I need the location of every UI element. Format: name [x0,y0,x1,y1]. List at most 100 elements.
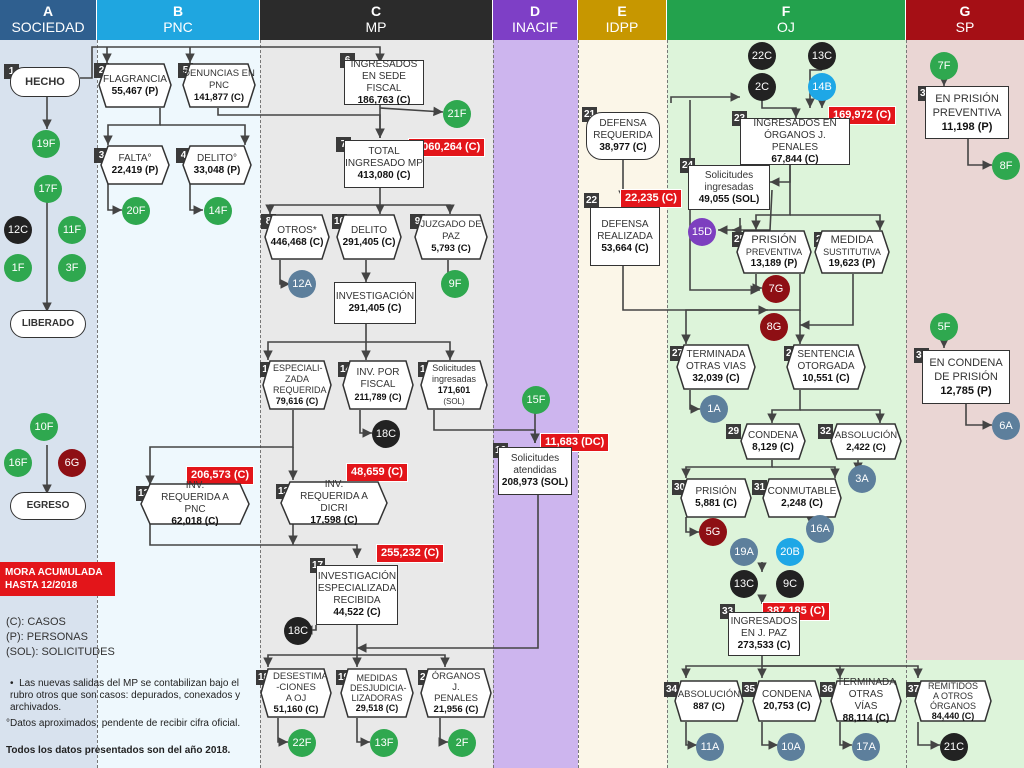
delito-pnc-node[interactable]: DELITO°33,048 (P) [182,145,252,185]
connector-14F[interactable]: 14F [204,197,232,225]
connector-8G[interactable]: 8G [760,313,788,341]
connector-13F[interactable]: 13F [370,729,398,757]
connector-14B[interactable]: 14B [808,73,836,101]
connector-1A[interactable]: 1A [700,395,728,423]
connector-19A[interactable]: 19A [730,538,758,566]
connector-11F[interactable]: 11F [58,216,86,244]
connector-16F[interactable]: 16F [4,449,32,477]
connector-5F[interactable]: 5F [930,313,958,341]
connector-1F[interactable]: 1F [4,254,32,282]
connector-6G[interactable]: 6G [58,449,86,477]
connector-18C-b[interactable]: 18C [284,617,312,645]
connector-10F[interactable]: 10F [30,413,58,441]
step-number: 32 [818,424,833,439]
connector-6A[interactable]: 6A [992,412,1020,440]
column-letter: F [781,3,791,19]
connector-11A[interactable]: 11A [696,733,724,761]
connector-7G[interactable]: 7G [762,275,790,303]
connector-20B[interactable]: 20B [776,538,804,566]
node-value: 55,467 (P) [111,85,159,97]
connector-18C[interactable]: 18C [372,420,400,448]
connector-5G[interactable]: 5G [699,518,727,546]
connector-13C-b[interactable]: 13C [730,570,758,598]
connector-21F[interactable]: 21F [443,100,471,128]
egreso-node[interactable]: EGRESO [10,492,86,520]
connector-9C[interactable]: 9C [776,570,804,598]
node-value: 67,844 (C) [771,153,819,165]
separator [667,40,668,768]
hecho-node[interactable]: HECHO [10,67,80,97]
otros-node[interactable]: OTROS*446,468 (C) [264,214,330,260]
connector-22C[interactable]: 22C [748,42,776,70]
connector-17A[interactable]: 17A [852,733,880,761]
connector-10A[interactable]: 10A [777,733,805,761]
node-value: 141,877 (C) [193,91,245,103]
connector-7F[interactable]: 7F [930,52,958,80]
node-value: 10,551 (C) [802,373,850,384]
connector-12C[interactable]: 12C [4,216,32,244]
connector-2C[interactable]: 2C [748,73,776,101]
connector-22F[interactable]: 22F [288,729,316,757]
connector-19F[interactable]: 19F [32,130,60,158]
connector-12A[interactable]: 12A [288,270,316,298]
note-bullet: • Las nuevas salidas del MP se contabili… [10,678,241,713]
connector-8F[interactable]: 8F [992,152,1020,180]
connector-3A[interactable]: 3A [848,465,876,493]
falta-node[interactable]: FALTA°22,419 (P) [100,145,170,185]
node-value: 88,114 (C) [842,713,890,724]
node-value: 2,248 (C) [781,498,823,509]
connector-15D[interactable]: 15D [688,218,716,246]
connector-17F[interactable]: 17F [34,175,62,203]
connector-2F[interactable]: 2F [448,729,476,757]
connector-20F[interactable]: 20F [122,197,150,225]
connector-16A[interactable]: 16A [806,515,834,543]
node-value: 186,763 (C) [357,94,411,106]
node-label: DEFENSA REALIZADA [597,218,653,242]
connector-21C[interactable]: 21C [940,733,968,761]
liberado-node[interactable]: LIBERADO [10,310,86,338]
connector-3F[interactable]: 3F [58,254,86,282]
note-bullet-text: Las nuevas salidas del MP se contabiliza… [10,678,241,713]
connector-15F[interactable]: 15F [522,386,550,414]
node-value: 211,789 (C) [354,392,402,402]
connector-9F[interactable]: 9F [441,270,469,298]
connector-13C[interactable]: 13C [808,42,836,70]
